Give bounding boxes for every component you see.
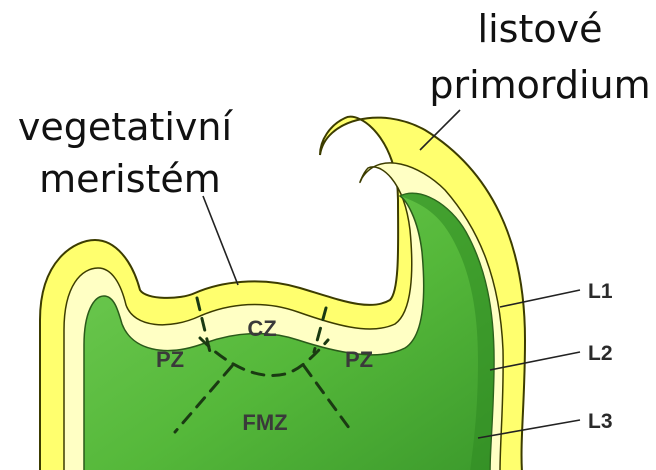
- leaf-primordium-label-line2: primordium: [429, 63, 650, 107]
- vegetative-meristem-pointer: [203, 196, 238, 285]
- pz-left-label: PZ: [156, 347, 184, 372]
- vegetative-meristem-label-line2: meristém: [39, 157, 221, 201]
- fmz-label: FMZ: [242, 410, 287, 435]
- vegetative-meristem-label-line1: vegetativní: [18, 105, 234, 149]
- pz-right-label: PZ: [345, 347, 373, 372]
- cz-label: CZ: [247, 316, 276, 341]
- l2-label: L2: [588, 342, 613, 365]
- leaf-primordium-label-line1: listové: [478, 7, 603, 51]
- l1-label: L1: [588, 280, 613, 303]
- l3-label: L3: [588, 410, 613, 433]
